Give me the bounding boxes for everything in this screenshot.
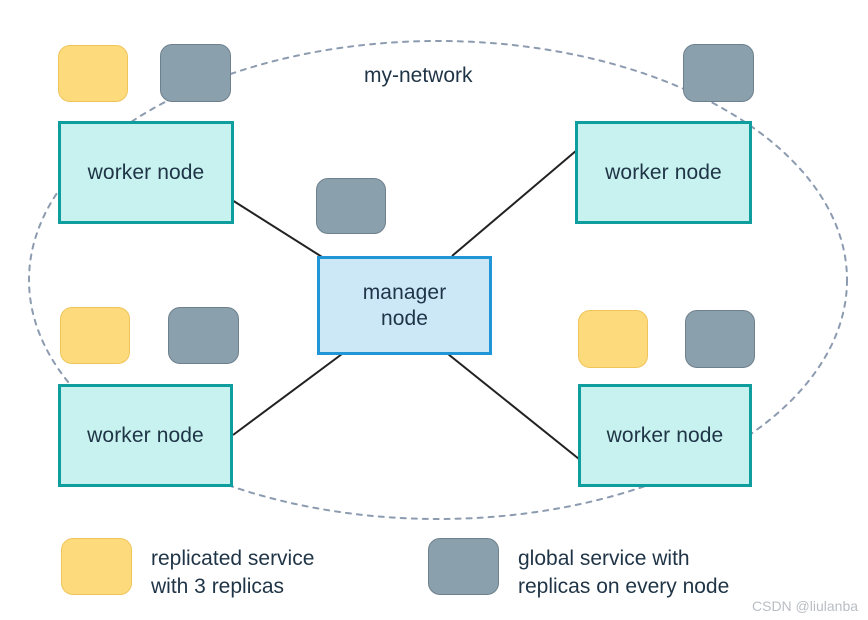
connector-manager-to-worker-top-right <box>451 149 578 257</box>
manager-node[interactable]: manager node <box>317 256 492 355</box>
connector-manager-to-worker-top-left <box>231 199 331 263</box>
service-replicated-top-left <box>58 45 128 102</box>
service-global-center <box>316 178 386 234</box>
worker-node-bottom-right[interactable]: worker node <box>578 384 752 487</box>
service-replicated-mid-left <box>60 307 130 364</box>
connector-lines <box>231 149 580 460</box>
service-global-mid-left <box>168 307 239 364</box>
worker-node-bottom-left[interactable]: worker node <box>58 384 233 487</box>
my-network-label: my-network <box>364 64 473 87</box>
legend-label-replicated: replicated service with 3 replicas <box>151 547 315 598</box>
service-global-top-right <box>683 44 754 102</box>
my-network-boundary <box>28 40 848 520</box>
watermark-text: CSDN @liulanba <box>752 598 859 614</box>
worker-node-top-left[interactable]: worker node <box>58 121 234 224</box>
service-global-top-left <box>160 44 231 102</box>
legend-swatch-global <box>428 538 499 595</box>
legend-label-global: global service with replicas on every no… <box>518 547 730 598</box>
worker-node-top-right[interactable]: worker node <box>575 121 752 224</box>
service-global-mid-right <box>685 310 755 368</box>
connector-manager-to-worker-bottom-right <box>447 353 580 460</box>
legend-swatch-replicated <box>61 538 132 595</box>
service-replicated-mid-right <box>578 310 648 368</box>
connector-manager-to-worker-bottom-left <box>232 353 343 436</box>
